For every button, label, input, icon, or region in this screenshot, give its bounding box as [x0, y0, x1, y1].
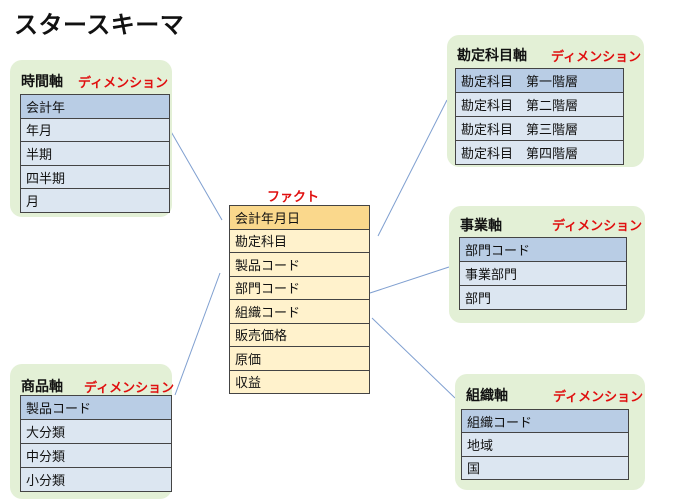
table-row: 大分類	[21, 419, 171, 443]
time-dimension-tag: ディメンション	[78, 76, 169, 91]
table-row: 販売価格	[230, 322, 369, 346]
product-dimension-table: 製品コード 大分類 中分類 小分類	[20, 395, 172, 492]
table-row: 会計年	[21, 95, 169, 118]
organization-dimension-table: 組織コード 地域 国	[461, 409, 629, 480]
table-row: 部門	[460, 285, 626, 309]
business-dimension-title: 事業軸	[460, 218, 502, 234]
business-dimension-tag: ディメンション	[552, 219, 643, 234]
table-row: 製品コード	[21, 396, 171, 419]
fact-table: 会計年月日 勘定科目 製品コード 部門コード 組織コード 販売価格 原価 収益	[229, 205, 370, 394]
table-row: 月	[21, 188, 169, 212]
table-row: 勘定科目 第一階層	[456, 69, 623, 92]
business-dimension-table: 部門コード 事業部門 部門	[459, 237, 627, 310]
table-row: 中分類	[21, 443, 171, 467]
account-dimension-title: 勘定科目軸	[457, 48, 527, 64]
link-business	[369, 266, 450, 294]
fact-label: ファクト	[267, 190, 320, 205]
organization-dimension-panel: 組織軸 ディメンション 組織コード 地域 国	[455, 374, 645, 490]
table-row: 組織コード	[230, 299, 369, 323]
table-row: 部門コード	[230, 275, 369, 299]
account-dimension-table: 勘定科目 第一階層 勘定科目 第二階層 勘定科目 第三階層 勘定科目 第四階層	[455, 68, 624, 165]
table-row: 会計年月日	[230, 206, 369, 229]
table-row: 年月	[21, 117, 169, 142]
link-product	[174, 272, 221, 396]
link-org	[371, 317, 456, 399]
product-dimension-panel: 商品軸 ディメンション 製品コード 大分類 中分類 小分類	[10, 364, 175, 499]
organization-dimension-title: 組織軸	[466, 388, 508, 404]
account-dimension-panel: 勘定科目軸 ディメンション 勘定科目 第一階層 勘定科目 第二階層 勘定科目 第…	[447, 35, 644, 167]
table-row: 半期	[21, 141, 169, 165]
table-row: 小分類	[21, 467, 171, 491]
table-row: 原価	[230, 346, 369, 370]
table-row: 国	[462, 455, 628, 479]
time-dimension-title: 時間軸	[21, 74, 63, 90]
table-row: 四半期	[21, 164, 169, 189]
table-row: 勘定科目 第三階層	[456, 116, 623, 140]
organization-dimension-tag: ディメンション	[553, 390, 644, 405]
table-row: 製品コード	[230, 252, 369, 276]
business-dimension-panel: 事業軸 ディメンション 部門コード 事業部門 部門	[449, 206, 645, 323]
table-row: 収益	[230, 369, 369, 393]
page-title: スタースキーマ	[14, 11, 185, 39]
table-row: 事業部門	[460, 261, 626, 285]
table-row: 勘定科目	[230, 228, 369, 252]
table-row: 地域	[462, 432, 628, 456]
table-row: 勘定科目 第二階層	[456, 92, 623, 116]
table-row: 組織コード	[462, 410, 628, 433]
link-time	[161, 115, 223, 221]
product-dimension-title: 商品軸	[21, 379, 63, 395]
time-dimension-panel: 時間軸 ディメンション 会計年 年月 半期 四半期 月	[10, 60, 172, 217]
time-dimension-table: 会計年 年月 半期 四半期 月	[20, 94, 170, 213]
link-account	[377, 99, 448, 237]
account-dimension-tag: ディメンション	[551, 50, 642, 65]
table-row: 勘定科目 第四階層	[456, 140, 623, 164]
product-dimension-tag: ディメンション	[84, 381, 175, 396]
table-row: 部門コード	[460, 238, 626, 261]
